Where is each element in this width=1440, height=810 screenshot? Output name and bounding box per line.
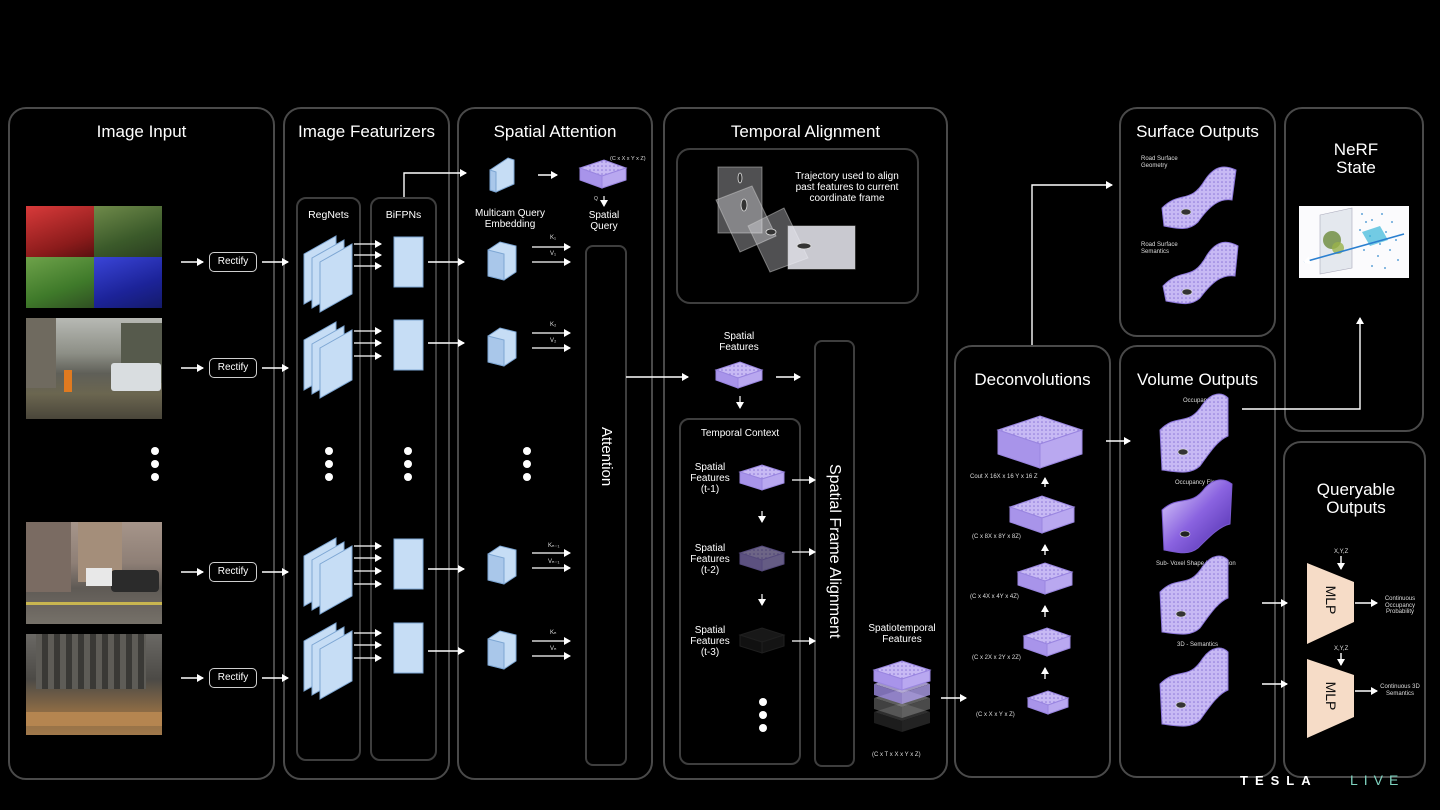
key-label-2: K₂ (550, 322, 557, 328)
output-3d-semantics: Continuous 3D Semantics (1380, 684, 1420, 697)
panel-title-image-featurizers: Image Featurizers (298, 122, 435, 141)
queryable-outputs-panel: Queryable Outputs (1283, 441, 1426, 778)
spatial-query-label: Spatial Query (588, 210, 620, 232)
bifpns-column: BiFPNs (370, 197, 437, 761)
volume-outputs-panel: Volume Outputs (1119, 345, 1276, 778)
spatiotemporal-dims: (C x T x X x Y x Z) (872, 752, 921, 758)
road-semantics-label: Road Surface Semantics (1141, 242, 1178, 255)
value-label-n: Vₙ (550, 646, 557, 652)
spatial-features-label: Spatial Features (719, 331, 759, 353)
mlp-label-1: MLP (1323, 585, 1339, 615)
tesla-logo: TESLA (1240, 773, 1318, 788)
camera-quad-image (26, 206, 162, 308)
image-featurizers-panel: Image Featurizers (283, 107, 450, 780)
rectify-button-3[interactable]: Rectify (209, 562, 257, 582)
deconv-dim-4x: (C x 4X x 4Y x 4Z) (970, 594, 1019, 600)
value-label-2: V₂ (550, 338, 557, 344)
panel-title-nerf-state: NeRF State (1333, 140, 1379, 178)
output-occupancy-probability: Continuous Occupancy Probability (1384, 596, 1416, 616)
image-input-panel: Image Input (8, 107, 275, 780)
attention-ellipsis (523, 447, 531, 486)
bifpns-label: BiFPNs (385, 209, 422, 221)
panel-title-queryable-outputs: Queryable Outputs (1316, 480, 1396, 518)
regnets-label: RegNets (308, 209, 349, 221)
semantics3d-label: 3D - Semantics (1177, 642, 1219, 648)
context-item-t3: Spatial Features (t-3) (690, 625, 730, 658)
key-label-n1: Kₙ₋₁ (548, 543, 560, 549)
nerf-state-panel: NeRF State (1284, 107, 1424, 432)
camera-street-image-3 (26, 634, 162, 735)
panel-title-spatial-attention: Spatial Attention (493, 122, 617, 141)
key-label-1: K₁ (550, 235, 557, 241)
deconv-dim-8x: (C x 8X x 8Y x 8Z) (972, 534, 1021, 540)
road-geometry-label: Road Surface Geometry (1141, 156, 1178, 169)
context-item-t2: Spatial Features (t-2) (690, 543, 730, 576)
rectify-button-1[interactable]: Rectify (209, 252, 257, 272)
spatial-frame-alignment-block: Spatial Frame Alignment (814, 340, 855, 767)
occupancy-flow-label: Occupancy Flow (1175, 480, 1220, 486)
rectify-button-2[interactable]: Rectify (209, 358, 257, 378)
subvoxel-label: Sub- Voxel Shape Information (1156, 561, 1236, 567)
xyz-label-1: X,Y,Z (1334, 549, 1349, 555)
panel-title-temporal-alignment: Temporal Alignment (730, 122, 881, 141)
panel-title-volume-outputs: Volume Outputs (1137, 370, 1258, 389)
camera-street-image-2 (26, 522, 162, 624)
key-label-n: Kₙ (550, 630, 557, 636)
deconv-dim-16x: Cout X 16X x 16 Y x 16 Z (970, 474, 1038, 480)
attention-block: Attention (585, 245, 627, 766)
temporal-context-ellipsis (759, 698, 767, 737)
bifpns-ellipsis (404, 447, 412, 486)
deconv-to-surface-arrow (1031, 181, 1113, 345)
mlp-label-2: MLP (1323, 681, 1339, 711)
temporal-context-box: Temporal Context (679, 418, 801, 765)
trajectory-box: Trajectory used to align past features t… (676, 148, 919, 304)
rectify-button-4[interactable]: Rectify (209, 668, 257, 688)
spatial-attention-panel: Spatial Attention (457, 107, 653, 780)
temporal-alignment-panel: Temporal Alignment (663, 107, 948, 780)
panel-title-image-input: Image Input (96, 122, 187, 141)
panel-title-deconvolutions: Deconvolutions (974, 370, 1091, 389)
spatiotemporal-label: Spatiotemporal Features (868, 623, 936, 645)
occupancy-label: Occupancy (1183, 398, 1214, 404)
surface-outputs-panel: Surface Outputs (1119, 107, 1276, 337)
image-input-ellipsis (151, 447, 159, 486)
value-label-n1: Vₙ₋₁ (548, 559, 560, 565)
context-item-t1: Spatial Features (t-1) (690, 462, 730, 495)
value-label-1: V₁ (550, 251, 557, 257)
deconv-dim-1x: (C x X x Y x Z) (976, 712, 1015, 718)
panel-title-surface-outputs: Surface Outputs (1136, 122, 1259, 141)
attention-label: Attention (598, 427, 615, 487)
regnets-column: RegNets (296, 197, 361, 761)
live-logo: LIVE (1350, 772, 1405, 788)
query-dims-label: (C x X x Y x Z) (610, 156, 646, 162)
multicam-embedding-label: Multicam Query Embedding (474, 208, 545, 230)
regnets-ellipsis (325, 447, 333, 486)
trajectory-note: Trajectory used to align past features t… (795, 171, 899, 204)
xyz-label-2: X,Y,Z (1334, 646, 1349, 652)
deconvolutions-panel: Deconvolutions (954, 345, 1111, 778)
q-label: Q (594, 196, 598, 202)
temporal-context-label: Temporal Context (700, 428, 780, 439)
camera-street-image-1 (26, 318, 162, 419)
deconv-dim-2x: (C x 2X x 2Y x 2Z) (972, 655, 1021, 661)
spatial-frame-alignment-label: Spatial Frame Alignment (826, 464, 843, 639)
